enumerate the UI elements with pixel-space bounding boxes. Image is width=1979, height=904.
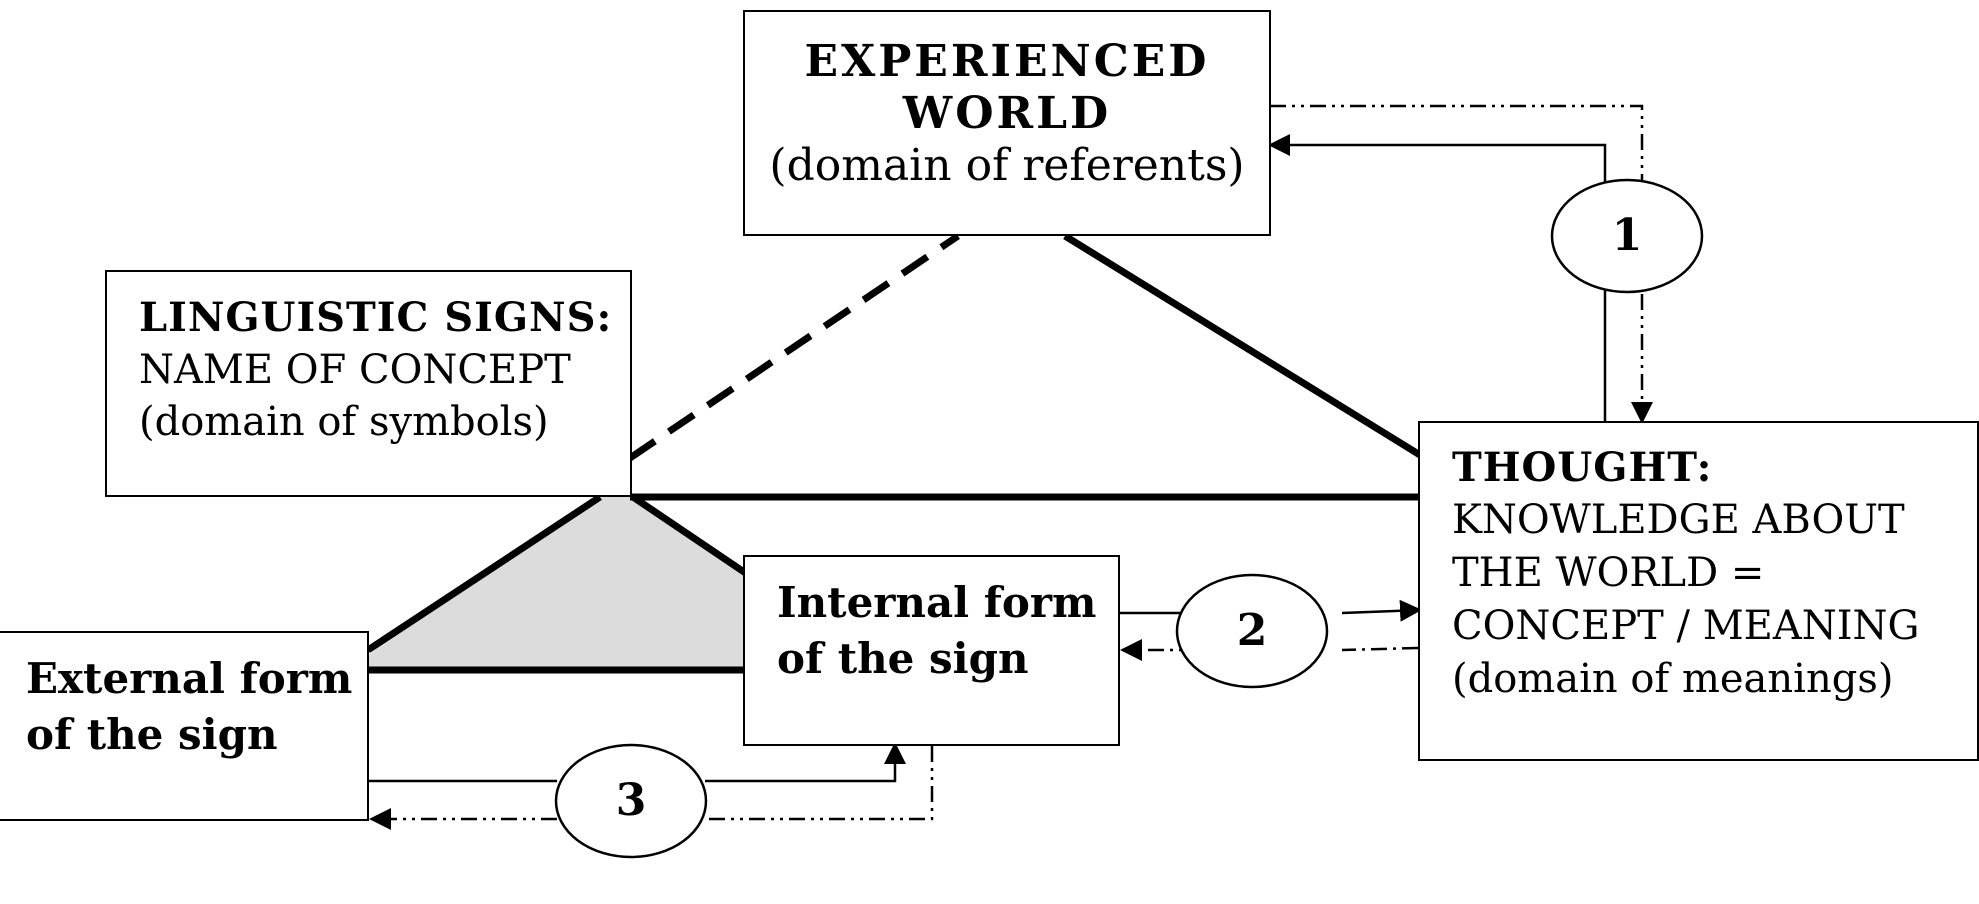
external-form-line2: of the sign (26, 710, 278, 759)
symbol-referent-dashed-line (628, 233, 960, 461)
experienced-world-title-line1: EXPERIENCED (804, 36, 1210, 87)
sign-triangle-left-edge (366, 494, 602, 653)
experienced-world-subtitle: (domain of referents) (769, 140, 1245, 191)
relation-3-dashdot-arrow (371, 746, 934, 819)
internal-form-line1: Internal form (777, 578, 1097, 627)
external-form-box: External form of the sign (0, 631, 369, 821)
linguistic-signs-domain: (domain of symbols) (139, 399, 549, 445)
internal-form-line2: of the sign (777, 634, 1029, 683)
relation-2-label: 2 (1236, 605, 1268, 656)
thought-concept-meaning: CONCEPT / MEANING (1452, 603, 1920, 649)
relation-3-solid-arrow (369, 744, 895, 783)
experienced-world-box: EXPERIENCED WORLD (domain of referents) (743, 10, 1271, 236)
linguistic-signs-title: LINGUISTIC SIGNS: (139, 294, 613, 341)
thought-box: THOUGHT: KNOWLEDGE ABOUT THE WORLD = CON… (1418, 421, 1979, 761)
referent-thought-line (1063, 233, 1422, 458)
relation-1-label: 1 (1611, 210, 1643, 261)
external-form-line1: External form (26, 654, 353, 703)
thought-domain: (domain of meanings) (1452, 656, 1894, 702)
thought-the-world: THE WORLD = (1452, 550, 1765, 596)
sign-triangle-right-edge (631, 494, 752, 579)
relation-1-dashdot-arrow (1270, 104, 1653, 424)
experienced-world-title-line2: WORLD (902, 88, 1112, 139)
linguistic-signs-box: LINGUISTIC SIGNS: NAME OF CONCEPT (domai… (105, 270, 632, 497)
relation-3-oval (554, 743, 708, 859)
relation-1-oval (1550, 178, 1704, 294)
relation-2-oval (1175, 573, 1329, 689)
sign-triangle-shade (368, 497, 750, 670)
thought-title: THOUGHT: (1452, 444, 1713, 491)
relation-1-solid-arrow (1268, 134, 1607, 423)
internal-form-box: Internal form of the sign (743, 555, 1120, 746)
relation-3-label: 3 (615, 775, 647, 826)
linguistic-signs-name-of-concept: NAME OF CONCEPT (139, 347, 571, 393)
thought-knowledge-about: KNOWLEDGE ABOUT (1452, 497, 1905, 543)
